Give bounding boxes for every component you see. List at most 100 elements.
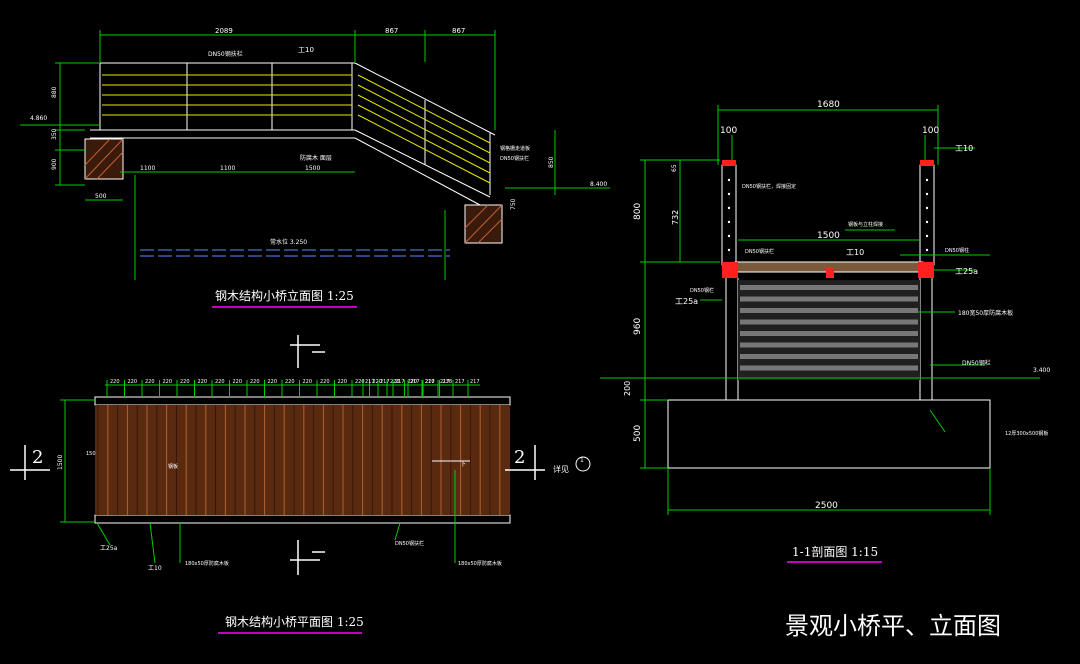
- spacing-label: 220: [285, 379, 295, 385]
- sec-label-steel-top: 工10: [955, 144, 973, 153]
- spacing-label: 220: [408, 379, 418, 385]
- sec-label-rail2: DN50钢扶栏: [745, 248, 774, 255]
- sec-dim-960: 960: [633, 318, 643, 335]
- sec-label-bar: DN50钢栏: [690, 287, 714, 294]
- cut-mark-bottom: [290, 540, 325, 575]
- sec-label-beam3: 工25a: [675, 297, 698, 306]
- dim-h5: 750: [510, 198, 517, 210]
- spacing-label: 220: [268, 379, 278, 385]
- rail-hole: [727, 248, 731, 252]
- plan-label-c: 180x50厚防腐木板: [185, 560, 229, 567]
- rail-hole: [925, 206, 929, 210]
- main-title: 景观小桥平、立面图: [785, 612, 1001, 640]
- plan-dim-left: 1500: [57, 455, 64, 470]
- section-slat: [740, 331, 918, 336]
- sec-dim-rail: 800: [633, 203, 643, 220]
- cut-mark-top: [290, 335, 325, 368]
- spacing-label: 220: [320, 379, 330, 385]
- plan-label-b: 工10: [148, 565, 162, 572]
- spacing-label: 220: [180, 379, 190, 385]
- section-mark-left: [10, 445, 50, 480]
- sec-dim-200: 200: [623, 381, 632, 396]
- elevation-title: 钢木结构小桥立面图 1:25: [215, 288, 354, 303]
- elevation-view: [20, 30, 610, 280]
- label-steel-top: 工10: [298, 46, 314, 54]
- sec-dim-732: 732: [671, 210, 680, 225]
- rail-hole: [727, 234, 731, 238]
- sec-dim-inner: 1500: [817, 231, 840, 241]
- rail-hole: [727, 192, 731, 196]
- sec-label-post: DN50钢柱: [945, 247, 969, 254]
- spacing-label: 220: [233, 379, 243, 385]
- dim-span2: 1100: [220, 165, 235, 172]
- sec-label-deck: 180宽50厚防腐木板: [958, 309, 1013, 317]
- section-slat: [740, 285, 918, 290]
- plan-dim-left2: 150: [86, 451, 96, 457]
- plan-title: 钢木结构小桥平面图 1:25: [225, 614, 364, 629]
- sec-dim-top: 1680: [817, 100, 840, 110]
- sec-dim-base: 2500: [815, 501, 838, 511]
- rail-hole: [925, 192, 929, 196]
- spacing-label: 220: [390, 379, 400, 385]
- dim-h4: 850: [548, 156, 555, 168]
- section-deck-slats: [740, 285, 918, 371]
- spacing-label: 220: [163, 379, 173, 385]
- sec-dim-right-edge: 100: [922, 126, 939, 136]
- sec-dim-500: 500: [633, 425, 643, 442]
- dim-top-left: 2089: [215, 27, 233, 35]
- spacing-label: 238: [443, 379, 453, 385]
- spacing-label: 220: [215, 379, 225, 385]
- plan-label-a: 工25a: [100, 545, 118, 552]
- detail-circle: [575, 456, 591, 472]
- spacing-label: 220: [250, 379, 260, 385]
- label-water: 常水位 3.250: [270, 238, 307, 246]
- sec-label-beam2: 工25a: [955, 267, 978, 276]
- dim-span3: 1500: [305, 165, 320, 172]
- sec-label-embed: 12厚300x500钢板: [1005, 430, 1048, 437]
- detail-label: 详见: [553, 464, 569, 474]
- dim-top-mid: 867: [385, 27, 398, 35]
- spacing-label: 217: [365, 379, 375, 385]
- dim-h3: 900: [51, 158, 58, 170]
- plan-label-e: 180x50厚防腐木板: [458, 560, 502, 567]
- spacing-label: 217: [410, 379, 420, 385]
- spacing-label: 217: [455, 379, 465, 385]
- spacing-label: 217: [470, 379, 480, 385]
- spacing-label: 217: [395, 379, 405, 385]
- section-title: 1-1剖面图 1:15: [792, 545, 878, 559]
- spacing-label: 220: [303, 379, 313, 385]
- rail-hole: [727, 178, 731, 182]
- spacing-label: 220: [425, 379, 435, 385]
- spacing-label: 220: [145, 379, 155, 385]
- dim-base: 500: [95, 193, 107, 200]
- section-mark-left-num: 2: [32, 447, 43, 468]
- rail-hole: [727, 220, 731, 224]
- spacing-label: 220: [198, 379, 208, 385]
- sec-dim-left-edge: 100: [720, 126, 737, 136]
- spacing-label: 217: [380, 379, 390, 385]
- label-note1: 钢格栅走道板: [500, 145, 530, 152]
- dim-span1: 1100: [140, 165, 155, 172]
- sec-label-plate: 钢板与立柱焊接: [848, 221, 883, 228]
- rail-hole: [925, 248, 929, 252]
- sec-level: 3.400: [1033, 367, 1050, 374]
- sec-label-embed-dn: DN50钢栏: [962, 359, 991, 367]
- rail-hole: [925, 178, 929, 182]
- spacing-label: 217: [425, 379, 435, 385]
- section-mark-right-num: 2: [514, 447, 525, 468]
- plan-view: [60, 384, 511, 564]
- section-slat: [740, 319, 918, 325]
- dim-top-right: 867: [452, 27, 465, 35]
- section-slat: [740, 354, 918, 359]
- spacing-label: 220: [128, 379, 138, 385]
- sec-dim-65: 65: [671, 164, 678, 172]
- section-slat: [740, 296, 918, 302]
- plan-label-d: DN50钢扶栏: [395, 540, 424, 547]
- spacing-label: 220: [110, 379, 120, 385]
- spacing-label: 220: [373, 379, 383, 385]
- deck-boards: [97, 405, 501, 515]
- rail-hole: [925, 234, 929, 238]
